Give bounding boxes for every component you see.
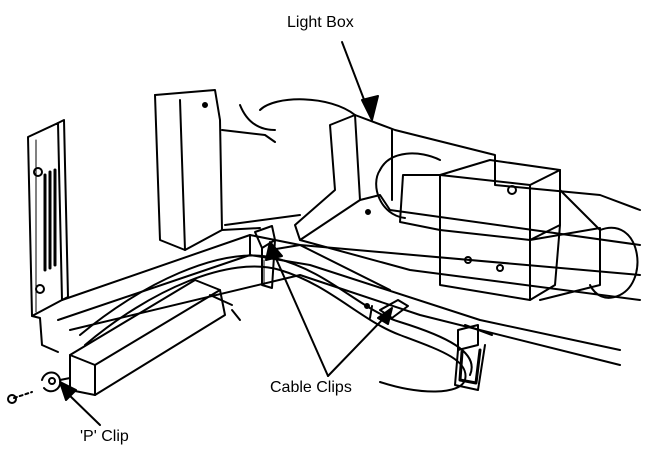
strap-clip	[454, 324, 493, 391]
arrow-cable-clip-left	[265, 241, 329, 377]
cable-clip-left	[254, 225, 276, 289]
p-clip	[41, 371, 71, 393]
back-panel	[154, 89, 276, 251]
vented-side-panel	[27, 119, 69, 353]
cable-tray	[69, 279, 233, 396]
arrow-p-clip	[59, 381, 101, 426]
light-box-housing	[259, 98, 641, 301]
cable	[79, 254, 473, 393]
p-clip-label: 'P' Clip	[80, 428, 129, 445]
cable-clips-label: Cable Clips	[270, 379, 352, 396]
screw	[7, 391, 33, 404]
arrow-cable-clip-right	[327, 307, 393, 377]
lamp-block	[375, 152, 639, 301]
light-box-label: Light Box	[287, 14, 354, 31]
arrow-light-box	[341, 41, 379, 121]
